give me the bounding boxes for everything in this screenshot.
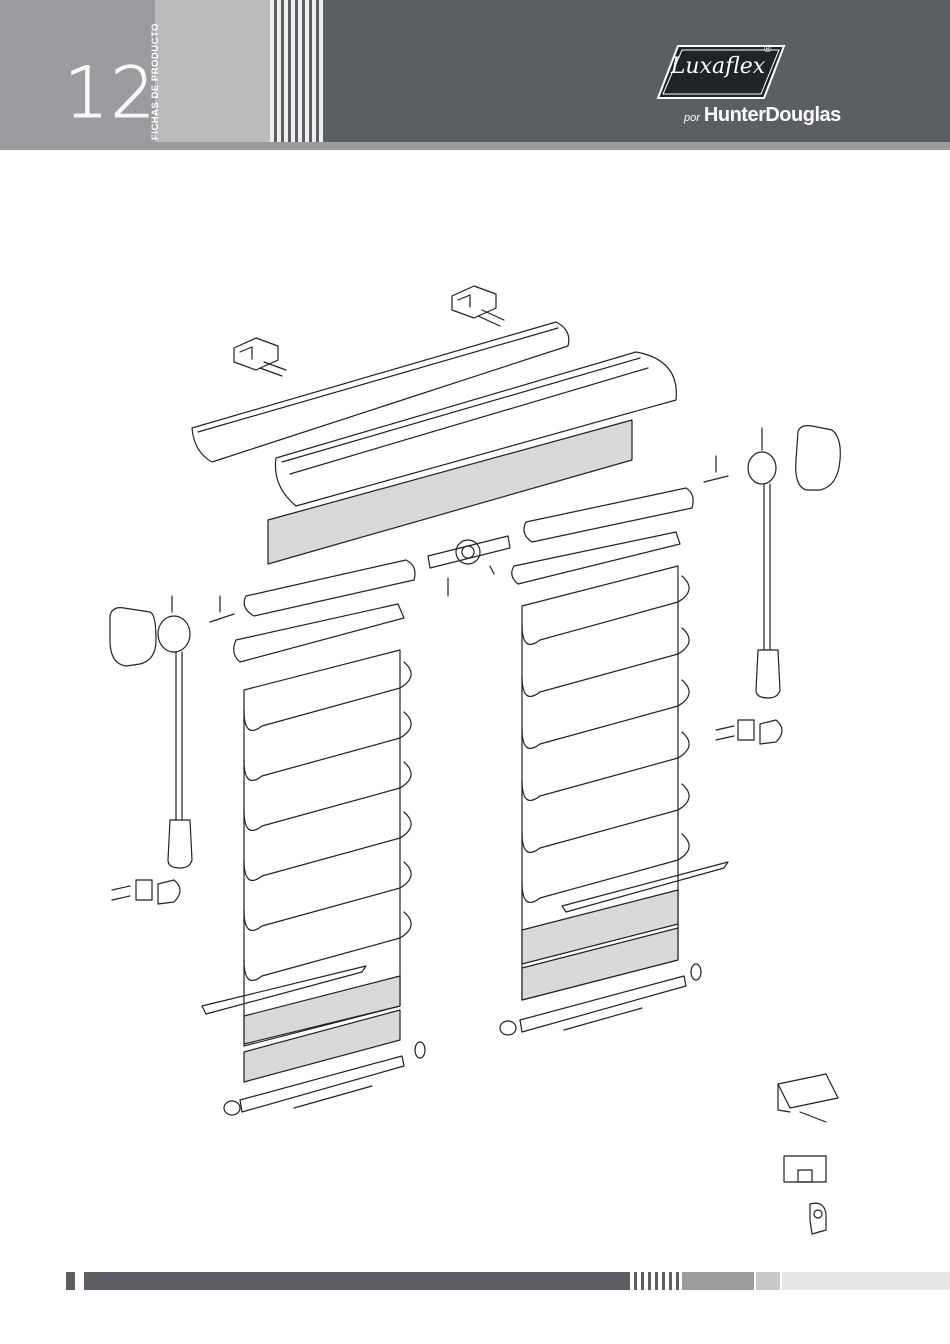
pleated-blind-right xyxy=(522,566,728,1000)
fabric-panel-top xyxy=(268,420,632,564)
bracket-icon xyxy=(234,338,286,376)
chain-operator-icon xyxy=(748,426,840,698)
bracket-icon xyxy=(452,286,504,326)
end-cap-icon xyxy=(112,880,180,904)
chain-operator-icon xyxy=(110,596,192,868)
coupler-icon xyxy=(428,536,510,596)
page-footer xyxy=(0,1272,950,1290)
bracket-icon xyxy=(784,1156,826,1182)
roller-tube-left xyxy=(234,560,415,662)
end-cap-icon xyxy=(716,720,782,744)
pleated-blind-left xyxy=(202,650,411,1082)
bracket-icon xyxy=(778,1074,838,1122)
bracket-icon xyxy=(810,1203,826,1234)
cassette-cover xyxy=(192,322,569,462)
